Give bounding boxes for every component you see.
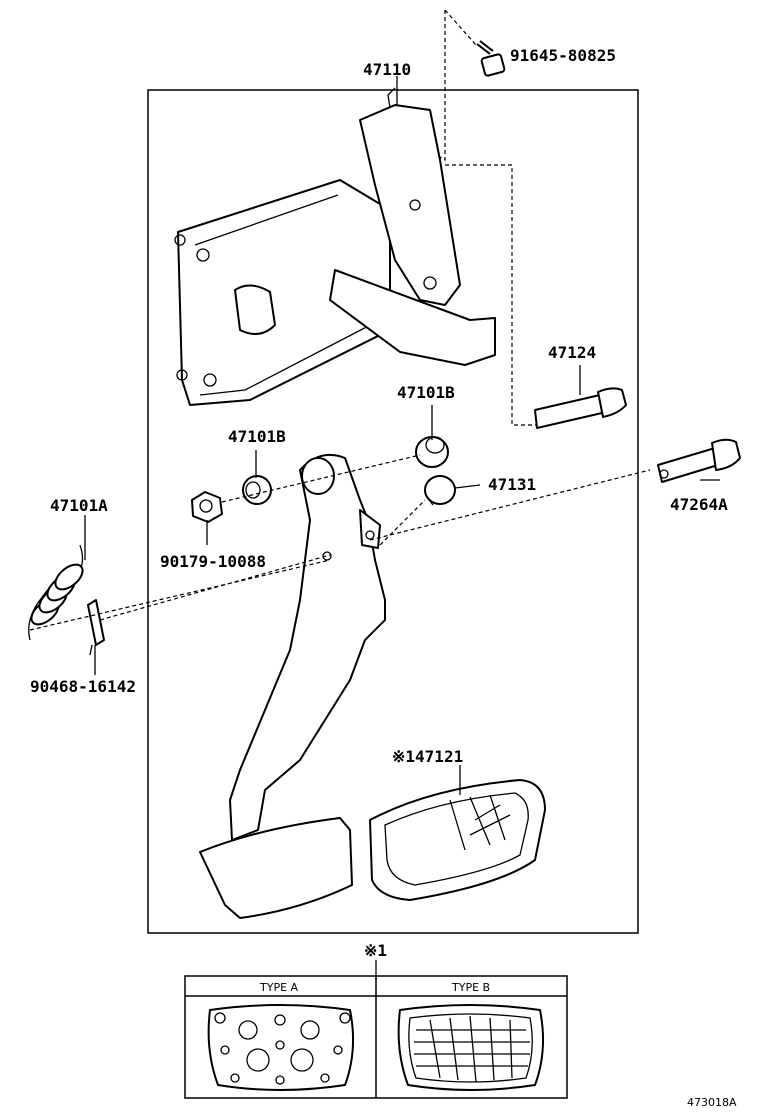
type-b-label: TYPE B (451, 981, 490, 994)
bracket-dashed-leader (445, 164, 540, 426)
label-90468-16142: 90468-16142 (30, 677, 136, 696)
pedal-pad (199, 817, 353, 919)
brake-pedal-arm (229, 454, 386, 841)
label-47124: 47124 (548, 343, 596, 362)
label-47264a: 47264A (670, 495, 728, 514)
type-a-label: TYPE A (259, 981, 299, 994)
clip-90468-icon (87, 599, 105, 656)
stopper-47131-icon (424, 475, 456, 506)
bolt-91645-icon (476, 40, 506, 77)
assembly-dashed-lines (29, 454, 651, 631)
bushing-47101b-right-icon (415, 436, 449, 468)
label-note-mark: ※1 (364, 941, 387, 960)
type-b-pad-icon (397, 1004, 544, 1091)
label-47101a: 47101A (50, 496, 108, 515)
label-47101b-right: 47101B (397, 383, 455, 402)
label-47110: 47110 (363, 60, 411, 79)
label-47131: 47131 (488, 475, 536, 494)
type-a-pad-icon (207, 1004, 354, 1091)
label-47101b-left: 47101B (228, 427, 286, 446)
pedal-bracket (174, 87, 496, 406)
pedal-pad-cover (369, 779, 546, 901)
bolt-47124-icon (534, 387, 627, 429)
bushing-47101b-left-icon (242, 475, 272, 505)
pad-type-table: TYPE A TYPE B (184, 975, 568, 1099)
figure-id: 473018A (687, 1096, 737, 1109)
leader-lines (84, 76, 720, 980)
label-91645-80825: 91645-80825 (510, 46, 616, 65)
pin-47264a-icon (657, 438, 741, 483)
return-spring-47101a-icon (28, 544, 84, 641)
label-47121: ※147121 (392, 747, 463, 766)
label-90179-10088: 90179-10088 (160, 552, 266, 571)
nut-90179-icon (191, 491, 223, 523)
